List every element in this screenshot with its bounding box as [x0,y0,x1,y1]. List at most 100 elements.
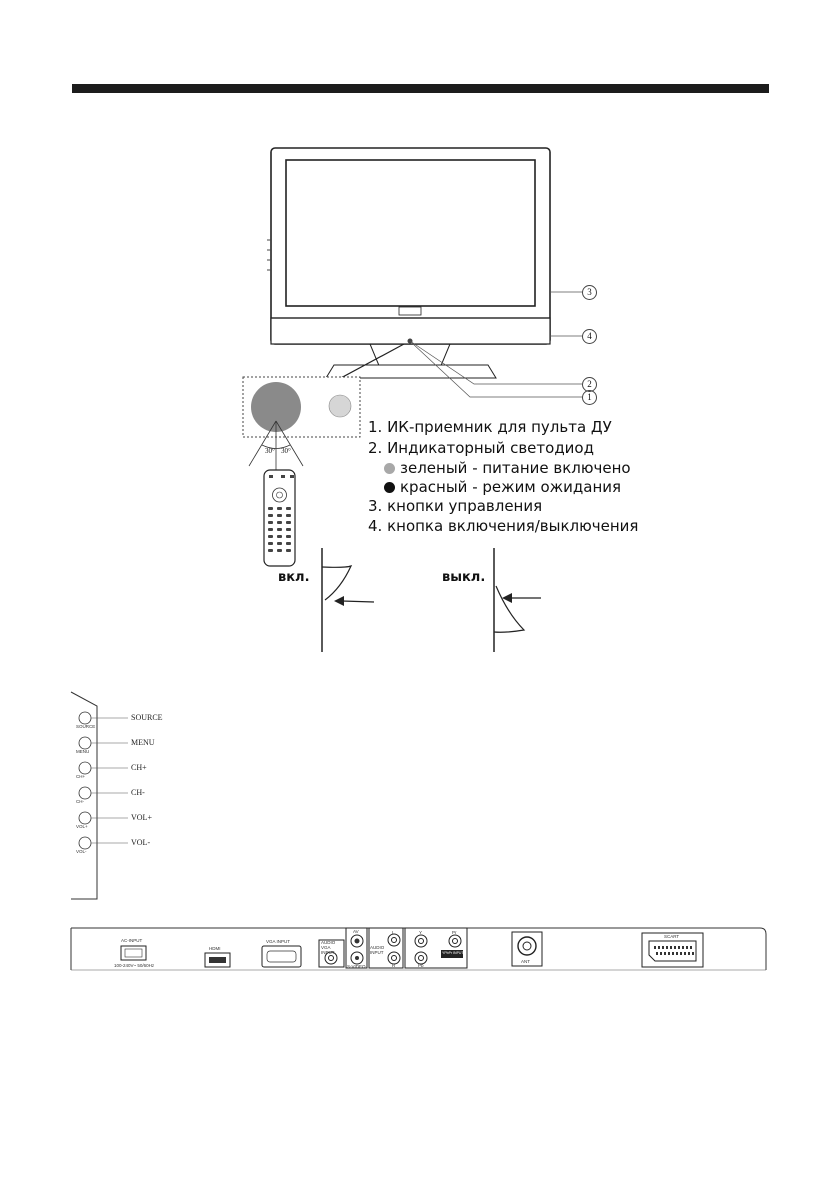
green-led-icon [384,463,395,474]
remote-key [277,507,282,510]
legend-item-1: 1. ИК-приемник для пульта ДУ [368,418,612,436]
top-rule [72,84,769,93]
scart-pin [664,952,666,955]
scart-pin [690,946,692,949]
side-button-caption: CH+ [76,774,86,779]
legend-item-2: 2. Индикаторный светодиод [368,439,594,457]
scart-pin [660,952,662,955]
vga-label: VGA INPUT [266,939,291,944]
remote-key [286,514,291,517]
callout-1: 1 [582,390,597,405]
remote-control [263,469,296,567]
switch-on-sketch [321,548,375,652]
side-button-4[interactable] [78,811,92,825]
led-indicator-circle [328,394,352,418]
remote-key [286,542,291,545]
side-button-label: CH+ [131,763,147,772]
side-button-2[interactable] [78,761,92,775]
ypbpr-label: YPbPr INPUT [442,951,464,955]
scart-pin [688,952,690,955]
scart-pin [666,946,668,949]
scart-pin [678,946,680,949]
switch-on-label: вкл. [278,570,310,585]
scart-pin [676,952,678,955]
scart-pin [662,946,664,949]
remote-key [277,535,282,538]
scart-label: SCART [664,934,680,939]
scart-pin [658,946,660,949]
scart-pin [670,946,672,949]
l-label: L [392,930,395,935]
side-button-3[interactable] [78,786,92,800]
remote-key [268,535,273,538]
tv-screen [285,159,536,307]
scart-pin [692,952,694,955]
scart-pin [680,952,682,955]
rear-panel [70,927,767,971]
hdmi-label: HDMI [209,946,221,951]
remote-key [268,521,273,524]
audio-vga-label: AUDIO VGA INPUT [321,940,336,955]
tv-stand-base [325,364,497,379]
tv-logo [398,306,422,316]
remote-key [277,528,282,531]
audio-in-label: AUDIO INPUT [370,945,385,955]
scart-pin [656,952,658,955]
ypbpr-block [404,927,468,969]
switch-off-label: выкл. [442,570,486,585]
side-button-label: SOURCE [131,713,163,722]
ant-label: ANT [521,959,530,964]
r-label: R [392,963,396,968]
y-label: Y [419,930,423,935]
pb-label: Pb [418,963,424,968]
av-label: AV [353,929,359,934]
remote-key [268,528,273,531]
scart-pin [674,946,676,949]
scart-pin [668,952,670,955]
legend-item-4: 4. кнопка включения/выключения [368,517,639,535]
remote-key [290,475,294,478]
legend-item-3: 3. кнопки управления [368,497,543,515]
side-button-0[interactable] [78,711,92,725]
side-panel-outline [70,691,98,900]
angle-left: 30° [265,447,275,455]
red-led-icon [384,482,395,493]
ir-receiver-circle [251,382,301,432]
side-button-label: VOL+ [131,813,152,822]
ac-input-label: AC-INPUT [121,938,143,943]
side-button-label: MENU [131,738,155,747]
svideo-label: S-VIDEO [347,964,366,969]
side-button-5[interactable] [78,836,92,850]
side-button-caption: MENU [76,749,90,754]
side-button-1[interactable] [78,736,92,750]
remote-key [277,549,282,552]
remote-key [268,549,273,552]
side-button-caption: VOL+ [76,824,88,829]
remote-key [268,542,273,545]
side-button-caption: CH- [76,799,84,804]
remote-key [268,514,273,517]
remote-key [286,521,291,524]
scart-pin [682,946,684,949]
scart-pin [684,952,686,955]
remote-key [281,475,285,478]
remote-key [277,514,282,517]
scart-pin [672,952,674,955]
legend-item-2b: красный - режим ожидания [384,478,621,496]
remote-key [269,475,273,478]
remote-key [286,549,291,552]
remote-key [268,507,273,510]
remote-key [286,535,291,538]
remote-key [277,542,282,545]
remote-key [277,521,282,524]
pr-label: Pr [452,930,457,935]
scart-pin [654,946,656,949]
side-button-label: CH- [131,788,145,797]
side-button-label: VOL- [131,838,151,847]
callout-3: 3 [582,285,597,300]
angle-right: 30° [281,447,291,455]
remote-key [286,507,291,510]
scart-pin [686,946,688,949]
side-button-caption: VOL- [76,849,87,854]
